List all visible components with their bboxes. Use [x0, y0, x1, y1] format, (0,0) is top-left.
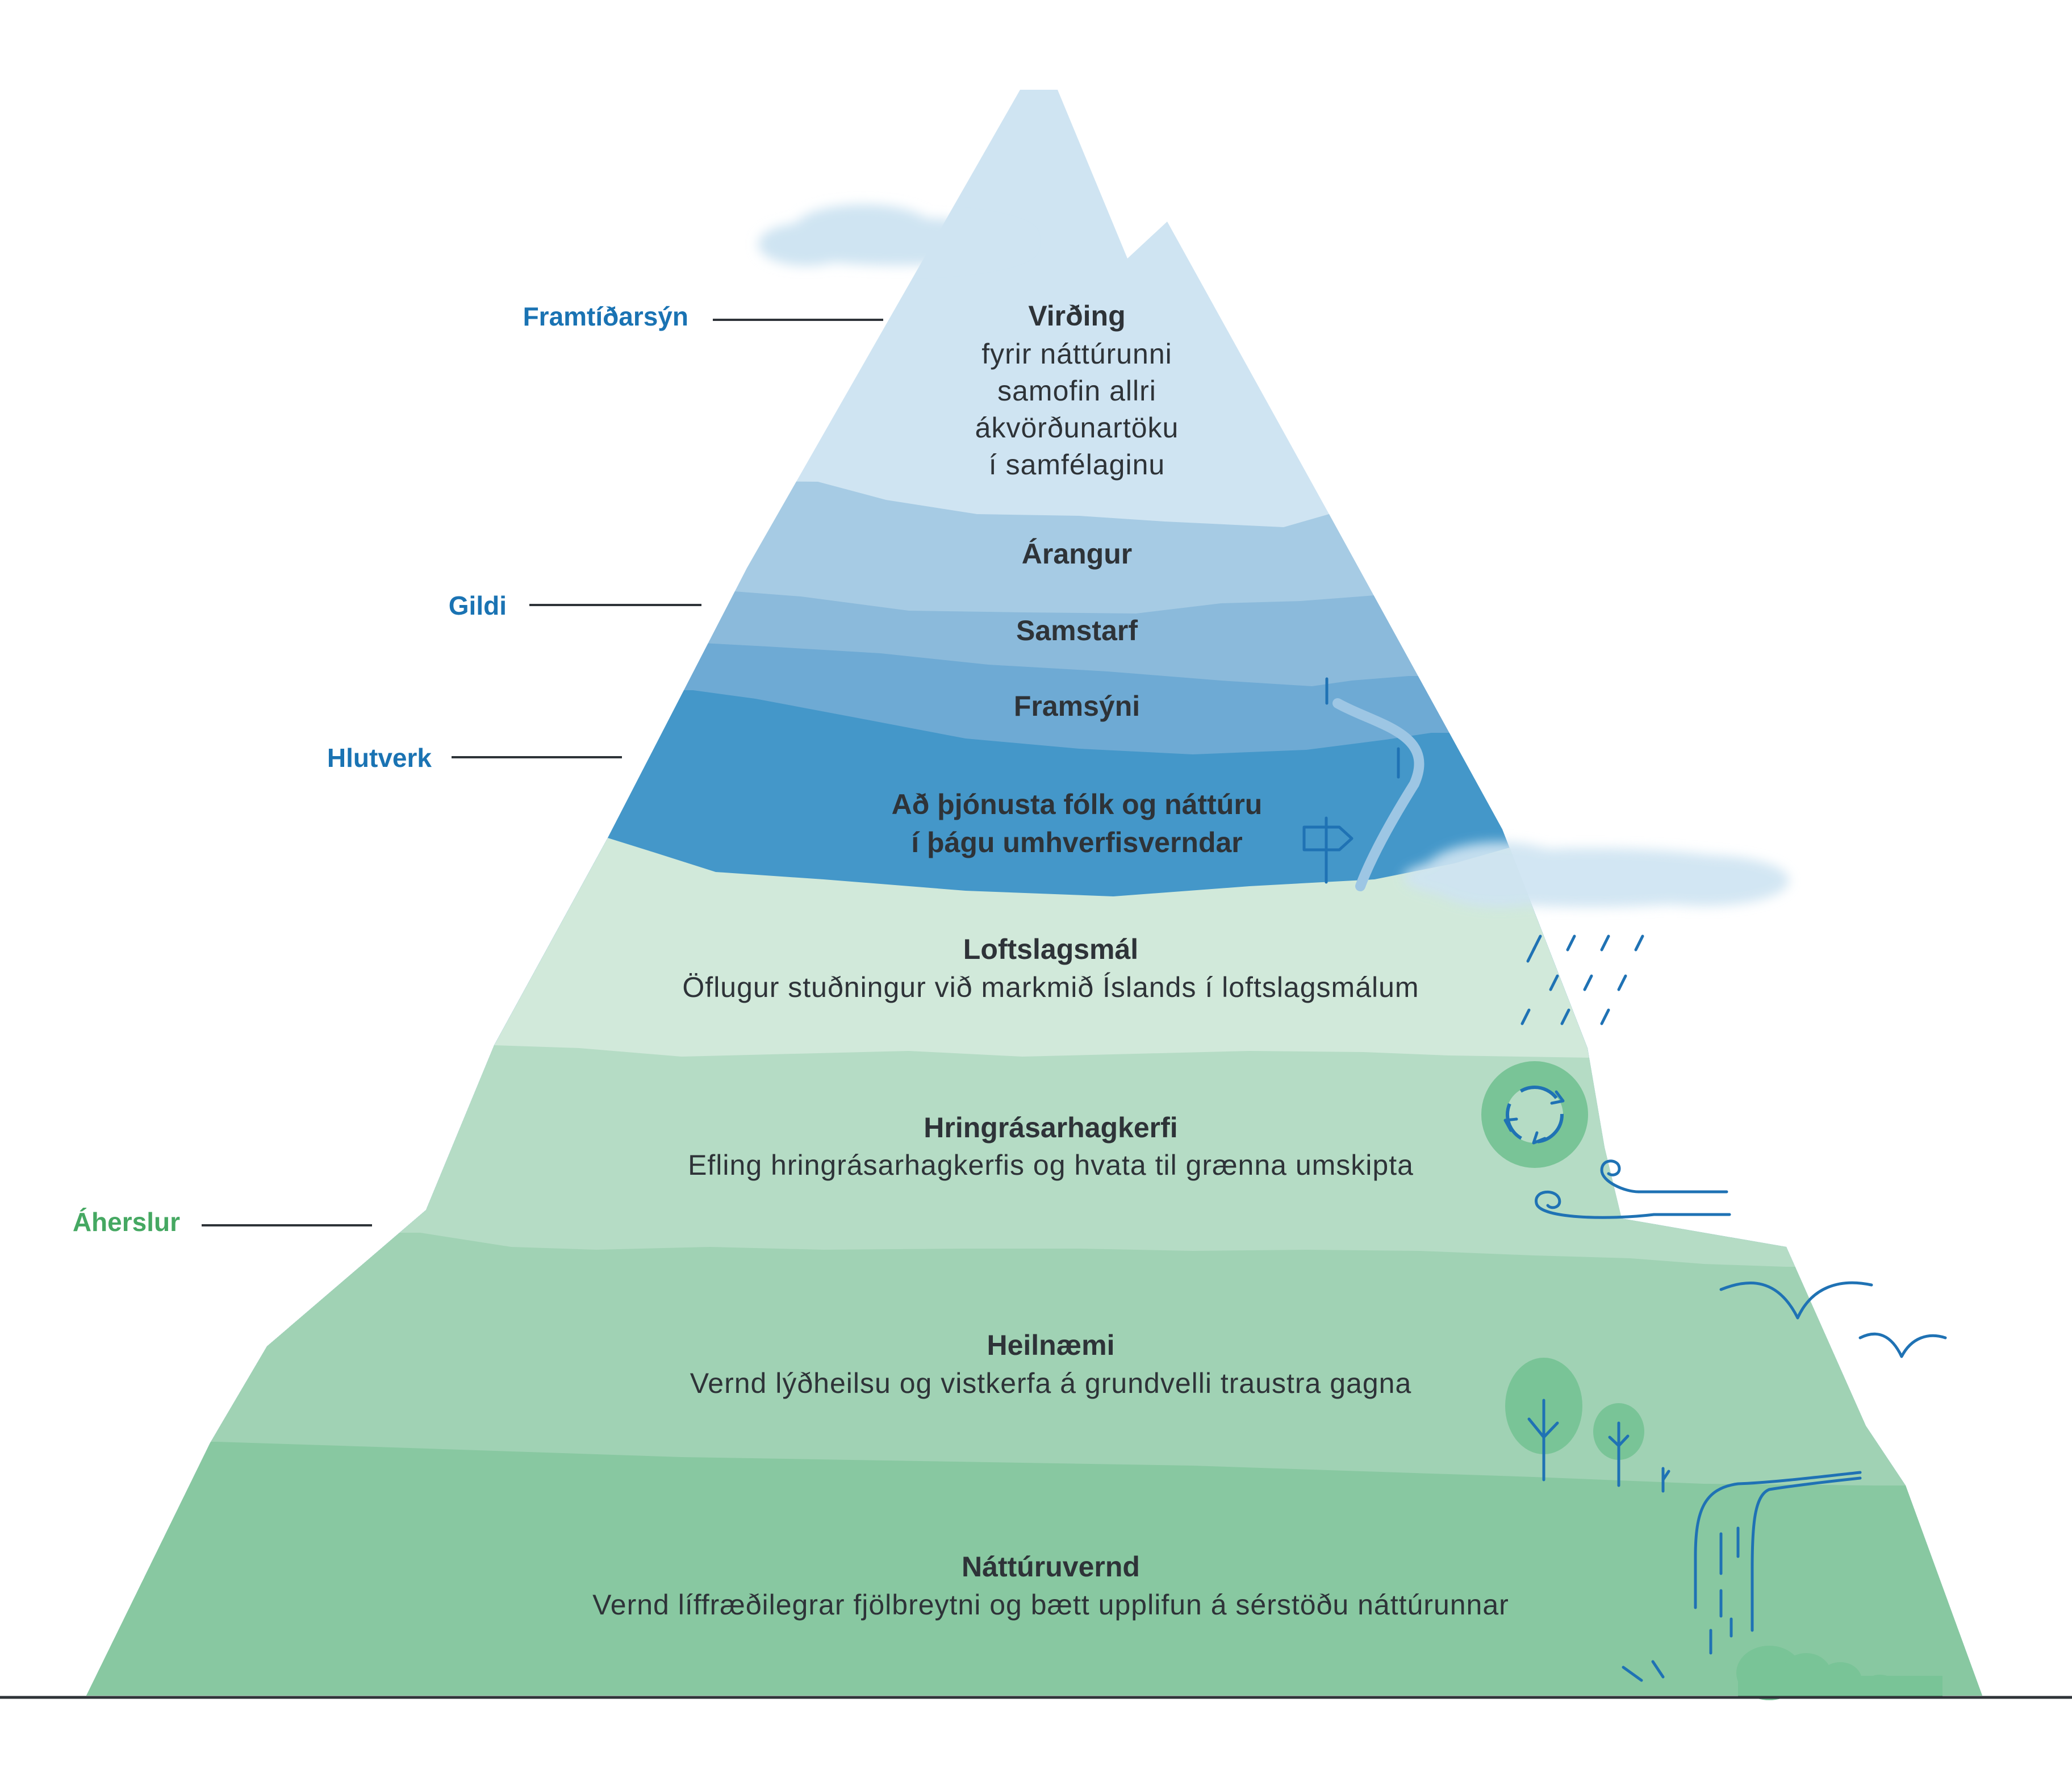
arangur-title: Árangur — [1022, 538, 1132, 570]
cloud-icon — [758, 205, 1028, 266]
heilnaemi-desc: Vernd lýðheilsu og vistkerfa á grundvell… — [690, 1367, 1412, 1399]
loftslag-desc: Öflugur stuðningur við markmið Íslands í… — [682, 971, 1419, 1003]
loftslag-title: Loftslagsmál — [963, 933, 1138, 965]
rain-icon — [1520, 934, 1644, 1025]
heilnaemi-title: Heilnæmi — [987, 1329, 1114, 1361]
recycle-icon — [1481, 1061, 1588, 1168]
virding-line: fyrir náttúrunni — [981, 338, 1172, 370]
natturuvernd-title: Náttúruvernd — [962, 1551, 1140, 1583]
heilnaemi-text: Heilnæmi Vernd lýðheilsu og vistkerfa á … — [690, 1329, 1412, 1399]
hringras-title: Hringrásarhagkerfi — [924, 1112, 1177, 1144]
cloud-icon — [1403, 842, 1789, 908]
hlutverk-line: í þágu umhverfisverndar — [911, 827, 1243, 858]
label-framtidarsyn: Framtíðarsýn — [523, 302, 688, 331]
virding-line: ákvörðunartöku — [975, 412, 1179, 444]
tree-icon — [1593, 1403, 1644, 1487]
hringras-desc: Efling hringrásarhagkerfis og hvata til … — [688, 1149, 1414, 1181]
layer-natturuvernd — [86, 1442, 1988, 1696]
label-gildi: Gildi — [449, 591, 507, 620]
virding-text: Virðing fyrir náttúrunni samofin allri á… — [975, 300, 1179, 481]
wind-icon — [1535, 1159, 1731, 1219]
river-icon — [1332, 698, 1424, 891]
virding-line: samofin allri — [997, 375, 1156, 407]
sprout-icon — [1661, 1467, 1670, 1493]
framsyni-title: Framsýni — [1014, 690, 1140, 722]
bird-icon — [1858, 1332, 1947, 1358]
bush-icon — [1736, 1646, 1943, 1700]
virding-title: Virðing — [1028, 300, 1125, 332]
natturuvernd-text: Náttúruvernd Vernd líffræðilegrar fjölbr… — [592, 1551, 1509, 1621]
hringras-text: Hringrásarhagkerfi Efling hringrásarhagk… — [688, 1112, 1414, 1181]
label-hlutverk: Hlutverk — [327, 743, 432, 773]
hlutverk-text: Að þjónusta fólk og náttúru í þágu umhve… — [892, 788, 1263, 858]
natturuvernd-desc: Vernd líffræðilegrar fjölbreytni og bætt… — [592, 1589, 1509, 1621]
bird-icon — [1719, 1281, 1873, 1320]
tree-icon — [1505, 1358, 1582, 1482]
loftslag-text: Loftslagsmál Öflugur stuðningur við mark… — [682, 933, 1419, 1003]
label-aherslur: Áherslur — [73, 1207, 180, 1237]
virding-line: í samfélaginu — [989, 449, 1165, 481]
signpost-icon — [1302, 816, 1354, 884]
samstarf-title: Samstarf — [1016, 615, 1138, 646]
waterfall-icon — [1622, 1471, 1862, 1682]
hlutverk-line: Að þjónusta fólk og náttúru — [892, 788, 1263, 820]
